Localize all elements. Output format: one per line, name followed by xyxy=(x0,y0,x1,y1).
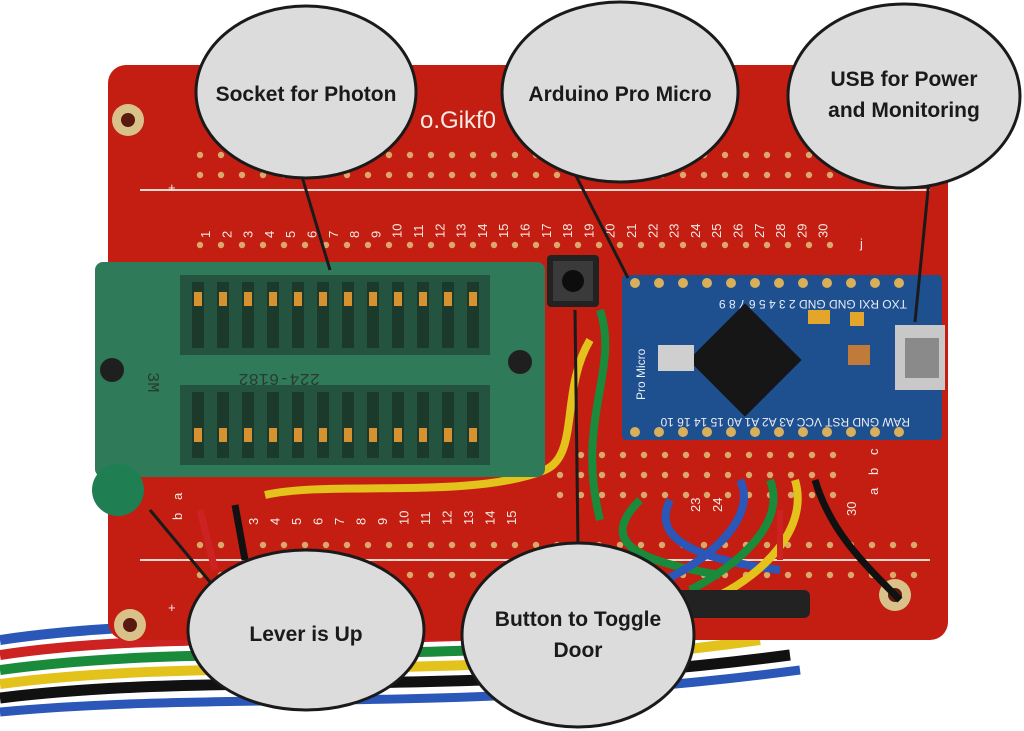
pro-micro-bottom-pins: RAW GND RST VCC A3 A2 A1 A0 15 14 16 10 xyxy=(660,415,910,429)
column-number-top: 10 xyxy=(390,224,405,238)
socket-part-number: 224-6182 xyxy=(238,368,320,387)
column-number-bottom: 10 xyxy=(397,511,412,525)
column-number-bottom: 8 xyxy=(354,518,369,525)
column-number-bottom: 4 xyxy=(268,518,283,525)
column-number-top: 30 xyxy=(816,224,831,238)
column-number-23: 23 xyxy=(688,498,703,512)
column-number-bottom: 7 xyxy=(332,518,347,525)
callout-button-label: Button to Toggle Door xyxy=(494,608,662,662)
column-number-top: 6 xyxy=(305,231,320,238)
column-number-top: 28 xyxy=(773,224,788,238)
column-number-bottom: 11 xyxy=(418,512,433,526)
jumper-wires xyxy=(196,308,903,618)
socket-brand: 3M xyxy=(142,372,161,392)
row-letters-left: ab xyxy=(170,492,185,520)
column-number-30-bottom: 30 xyxy=(844,502,859,516)
column-number-top: 27 xyxy=(752,224,767,238)
column-number-bottom: 3 xyxy=(246,518,261,525)
callout-usb-bubble xyxy=(786,2,1022,190)
column-number-top: 29 xyxy=(794,224,809,238)
toggle-door-button xyxy=(547,255,599,307)
svg-text:+: + xyxy=(168,600,176,615)
pro-micro-name: Pro Micro xyxy=(634,348,648,400)
column-number-top: 16 xyxy=(518,224,533,238)
column-number-top: 4 xyxy=(262,231,277,238)
row-letter: b xyxy=(866,468,881,475)
column-number-top: 5 xyxy=(283,231,298,238)
column-number-top: 11 xyxy=(411,225,426,239)
row-letter: b xyxy=(170,513,185,520)
column-number-top: 14 xyxy=(475,224,490,238)
column-number-top: 24 xyxy=(688,224,703,238)
callout-button-bubble xyxy=(460,541,696,729)
row-letter: a xyxy=(866,487,881,495)
column-number-top: 2 xyxy=(219,231,234,238)
column-number-bottom: 12 xyxy=(440,511,455,525)
column-number-bottom: 15 xyxy=(504,511,519,525)
column-number-top: 3 xyxy=(241,231,256,238)
column-number-24: 24 xyxy=(710,498,725,512)
column-number-top: 7 xyxy=(326,231,341,238)
callout-usb-label: USB for Power and Monitoring xyxy=(828,68,980,122)
callout-arduino-label: Arduino Pro Micro xyxy=(528,82,712,106)
row-letters-right: a b c xyxy=(866,448,881,495)
column-number-top: 1 xyxy=(198,231,213,238)
column-number-top: 9 xyxy=(368,231,383,238)
pro-micro-top-pins: TXO RXI GND GND 2 3 4 5 6 7 8 9 xyxy=(719,297,907,311)
column-number-top: 18 xyxy=(560,224,575,238)
callout-socket-label: Socket for Photon xyxy=(215,82,397,106)
arduino-pro-micro: TXO RXI GND GND 2 3 4 5 6 7 8 9 RAW GND … xyxy=(622,275,945,440)
column-number-top: 15 xyxy=(496,224,511,238)
column-number-top: 22 xyxy=(645,224,660,238)
column-number-bottom: 13 xyxy=(461,511,476,525)
svg-text:+: + xyxy=(168,180,176,195)
column-number-top: 23 xyxy=(667,224,682,238)
row-letter: c xyxy=(866,448,881,455)
zif-socket: 224-6182 3M xyxy=(92,262,545,516)
column-number-top: 17 xyxy=(539,224,554,238)
callout-bubbles xyxy=(148,0,1022,729)
callout-socket-bubble xyxy=(194,4,418,180)
column-number-bottom: 6 xyxy=(311,518,326,525)
column-number-top: 19 xyxy=(581,224,596,238)
callout-lever-bubble xyxy=(186,548,426,712)
board-url-text: o.Gikf0 xyxy=(420,107,496,134)
column-number-bottom: 14 xyxy=(483,511,498,525)
row-letter-j: j xyxy=(859,236,863,251)
column-number-top: 26 xyxy=(731,224,746,238)
column-number-top: 13 xyxy=(454,224,469,238)
callout-lever-label: Lever is Up xyxy=(249,622,363,646)
column-number-top: 21 xyxy=(624,224,639,238)
column-number-bottom: 5 xyxy=(289,518,304,525)
column-number-top: 8 xyxy=(347,231,362,238)
row-letter: a xyxy=(170,492,185,500)
callout-arduino-bubble xyxy=(500,0,740,184)
column-number-bottom: 9 xyxy=(375,518,390,525)
column-number-top: 12 xyxy=(432,224,447,238)
column-number-top: 25 xyxy=(709,224,724,238)
